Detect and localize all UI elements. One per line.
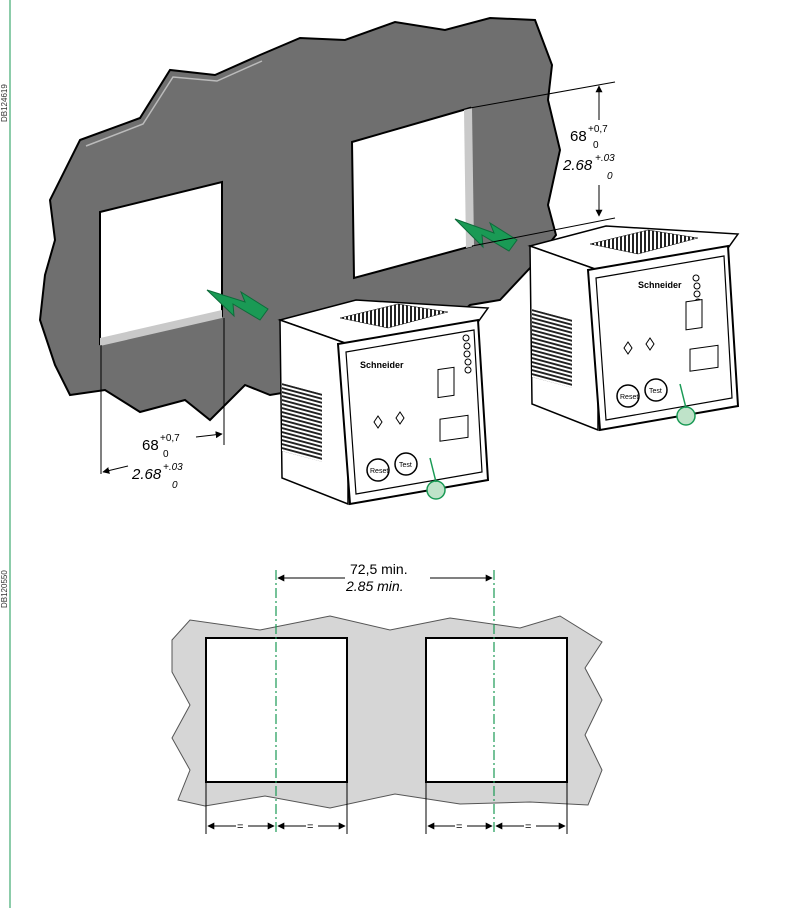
- right-cutout: [350, 106, 474, 280]
- panel-edge-highlight: [85, 60, 263, 147]
- left-dim-arrow-left: [102, 465, 129, 474]
- gear-icon-left-2: [395, 411, 405, 425]
- reset-button-right: [616, 384, 640, 408]
- device-left-front: [336, 318, 490, 506]
- device-left-led-5: [464, 366, 472, 374]
- equal-split-dimensions: = = = =: [205, 782, 568, 834]
- left-width-inch-value: 2.68: [131, 466, 162, 483]
- device-right-dip-switch: [685, 298, 703, 331]
- left-width-inch-tol-upper: +.03: [163, 462, 183, 473]
- reset-button-left: [366, 458, 390, 482]
- left-cutout-depth: [100, 310, 222, 346]
- spacing-inch-label: 2.85 min.: [345, 578, 404, 594]
- test-button-right: [644, 378, 668, 402]
- device-left: Schneider Reset Test: [277, 299, 490, 506]
- right-height-inch-value: 2.68: [562, 157, 593, 174]
- right-height-tol-lower: 0: [593, 140, 599, 151]
- left-width-value: 68: [142, 437, 159, 454]
- right-dim-extension-2: [471, 217, 616, 247]
- seal-wire-left: [429, 457, 437, 483]
- device-left-ribs: [282, 383, 322, 462]
- device-left-led-1: [462, 334, 470, 342]
- test-label-left: Test: [399, 462, 412, 469]
- device-left-led-2: [463, 342, 471, 350]
- left-width-tol-upper: +0,7: [160, 433, 180, 444]
- device-left-label-window: [439, 414, 469, 442]
- device-left-led-3: [463, 350, 471, 358]
- left-width-tol-lower: 0: [163, 449, 169, 460]
- device-left-led-4: [464, 358, 472, 366]
- seal-wire-right: [679, 383, 687, 409]
- right-dim-extension-1: [469, 81, 616, 109]
- test-label-right: Test: [649, 388, 662, 395]
- device-right-ribs: [532, 309, 572, 388]
- right-height-dimension: 68 +0,7 0 2.68 +.03 0: [469, 81, 616, 247]
- sealing-knob-right: [676, 406, 696, 426]
- insert-arrow-right: [454, 218, 518, 252]
- gear-icon-right-2: [645, 337, 655, 351]
- right-cutout-depth: [464, 108, 474, 248]
- left-width-dimension: 68 +0,7 0 2.68 +.03 0: [100, 318, 225, 491]
- device-right-led-2: [693, 282, 701, 290]
- insert-arrow-left: [206, 289, 269, 321]
- reset-label-right: Reset: [620, 394, 638, 401]
- left-width-inch-tol-lower: 0: [172, 480, 178, 491]
- device-left-brand: Schneider: [360, 360, 404, 370]
- spacing-metric-label: 72,5 min.: [350, 561, 408, 577]
- device-right: Schneider Reset Test: [527, 225, 740, 432]
- split-1-equal: =: [237, 821, 243, 833]
- left-dim-arrow-right: [195, 431, 223, 439]
- device-right-led-1: [692, 274, 700, 282]
- left-cutout: [99, 180, 223, 346]
- split-2-equal: =: [307, 821, 313, 833]
- right-height-inch-tol-lower: 0: [607, 171, 613, 182]
- device-left-bezel: [345, 329, 483, 495]
- right-height-tol-upper: +0,7: [588, 124, 608, 135]
- sealing-knob-left: [426, 480, 446, 500]
- split-3-equal: =: [456, 821, 462, 833]
- device-right-bezel: [595, 255, 733, 421]
- device-right-label-window: [689, 344, 719, 372]
- spacing-panel: [171, 615, 603, 809]
- right-height-inch-tol-upper: +.03: [595, 153, 615, 164]
- gear-icon-right-1: [623, 341, 633, 355]
- split-4-equal: =: [525, 821, 531, 833]
- device-right-led-3: [693, 290, 701, 298]
- test-button-left: [394, 452, 418, 476]
- device-right-vents: [589, 229, 699, 255]
- device-left-vents: [339, 303, 449, 329]
- reset-label-left: Reset: [370, 468, 388, 475]
- device-left-dip-switch: [437, 366, 455, 399]
- gear-icon-left-1: [373, 415, 383, 429]
- device-right-brand: Schneider: [638, 280, 682, 290]
- spacing-cutout-right: [425, 637, 568, 783]
- spacing-dimension: 72,5 min. 2.85 min.: [277, 561, 493, 594]
- device-right-front: [586, 244, 740, 432]
- right-height-value: 68: [570, 128, 587, 145]
